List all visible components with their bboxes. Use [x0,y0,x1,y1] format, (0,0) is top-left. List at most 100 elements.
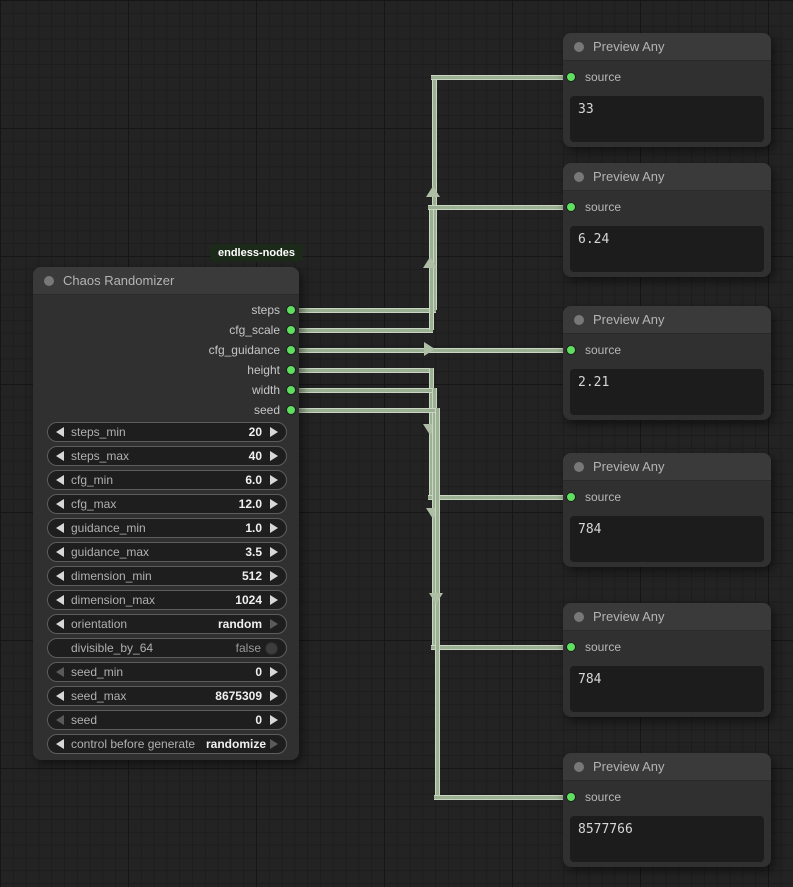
input-slot-source: source [566,489,621,505]
node-title: Preview Any [593,609,665,624]
preview-node-titlebar[interactable]: Preview Any [563,33,771,61]
preview-any-node-5[interactable]: Preview Any source 784 [563,603,771,717]
node-collapse-dot-icon[interactable] [574,761,584,772]
node-collapse-dot-icon[interactable] [574,41,584,52]
node-collapse-dot-icon[interactable] [44,275,54,286]
toggle-knob-icon[interactable] [265,641,278,655]
node-collapse-dot-icon[interactable] [574,171,584,182]
preview-value-textarea[interactable]: 33 [570,96,764,142]
input-slot-source: source [566,69,621,85]
decrement-arrow-icon[interactable] [56,475,64,485]
increment-arrow-icon[interactable] [270,571,278,581]
wire-arrow-right-icon [424,342,435,356]
preview-node-titlebar[interactable]: Preview Any [563,603,771,631]
output-port-width[interactable] [286,385,296,395]
increment-arrow-icon[interactable] [270,523,278,533]
increment-arrow-icon[interactable] [270,715,278,725]
chaos-randomizer-node[interactable]: Chaos Randomizer steps cfg_scale cfg_gui… [33,267,299,760]
decrement-arrow-icon[interactable] [56,571,64,581]
output-port-seed[interactable] [286,405,296,415]
widget-seed-max[interactable]: seed_max 8675309 [47,686,287,706]
input-port-source[interactable] [566,202,576,212]
widget-steps-min[interactable]: steps_min 20 [47,422,287,442]
input-port-source[interactable] [566,792,576,802]
widget-divisible-by-64[interactable]: divisible_by_64 false [47,638,287,658]
preview-node-titlebar[interactable]: Preview Any [563,306,771,334]
node-title: Preview Any [593,759,665,774]
increment-arrow-icon[interactable] [270,427,278,437]
output-port-cfg-scale[interactable] [286,325,296,335]
prev-option-arrow-icon[interactable] [56,619,64,629]
next-option-arrow-icon[interactable] [270,739,278,749]
input-port-source[interactable] [566,642,576,652]
output-port-cfg-guidance[interactable] [286,345,296,355]
node-title: Chaos Randomizer [63,273,175,288]
preview-any-node-4[interactable]: Preview Any source 784 [563,453,771,567]
wire-arrow-down-icon [423,424,437,435]
decrement-arrow-icon[interactable] [56,547,64,557]
output-slot-width: width [252,380,296,400]
chaos-node-titlebar[interactable]: Chaos Randomizer [33,267,299,295]
preview-node-titlebar[interactable]: Preview Any [563,753,771,781]
input-slot-source: source [566,639,621,655]
widget-orientation[interactable]: orientation random [47,614,287,634]
output-slot-cfg-guidance: cfg_guidance [209,340,296,360]
decrement-arrow-icon[interactable] [56,451,64,461]
preview-value-textarea[interactable]: 8577766 [570,816,764,862]
increment-arrow-icon[interactable] [270,475,278,485]
preview-value-textarea[interactable]: 6.24 [570,226,764,272]
wire-arrow-up-icon [426,186,440,197]
widget-steps-max[interactable]: steps_max 40 [47,446,287,466]
increment-arrow-icon[interactable] [270,667,278,677]
increment-arrow-icon[interactable] [270,595,278,605]
preview-node-titlebar[interactable]: Preview Any [563,163,771,191]
node-collapse-dot-icon[interactable] [574,461,584,472]
decrement-arrow-icon[interactable] [56,523,64,533]
widget-cfg-min[interactable]: cfg_min 6.0 [47,470,287,490]
input-port-source[interactable] [566,72,576,82]
decrement-arrow-icon[interactable] [56,595,64,605]
widget-seed-min[interactable]: seed_min 0 [47,662,287,682]
preview-value-textarea[interactable]: 2.21 [570,369,764,415]
decrement-arrow-icon[interactable] [56,715,64,725]
input-slot-source: source [566,342,621,358]
node-category-badge: endless-nodes [210,244,304,262]
preview-any-node-1[interactable]: Preview Any source 33 [563,33,771,147]
preview-any-node-3[interactable]: Preview Any source 2.21 [563,306,771,420]
node-title: Preview Any [593,459,665,474]
widget-cfg-max[interactable]: cfg_max 12.0 [47,494,287,514]
output-port-height[interactable] [286,365,296,375]
widget-guidance-min[interactable]: guidance_min 1.0 [47,518,287,538]
widget-dimension-max[interactable]: dimension_max 1024 [47,590,287,610]
node-collapse-dot-icon[interactable] [574,611,584,622]
decrement-arrow-icon[interactable] [56,691,64,701]
wire-arrow-up-icon [423,257,437,268]
output-slot-seed: seed [254,400,296,420]
preview-any-node-6[interactable]: Preview Any source 8577766 [563,753,771,867]
decrement-arrow-icon[interactable] [56,427,64,437]
node-title: Preview Any [593,39,665,54]
preview-any-node-2[interactable]: Preview Any source 6.24 [563,163,771,277]
preview-value-textarea[interactable]: 784 [570,666,764,712]
preview-node-titlebar[interactable]: Preview Any [563,453,771,481]
output-slot-steps: steps [251,300,296,320]
widget-control-before-generate[interactable]: control before generate randomize [47,734,287,754]
prev-option-arrow-icon[interactable] [56,739,64,749]
node-title: Preview Any [593,312,665,327]
decrement-arrow-icon[interactable] [56,667,64,677]
widget-dimension-min[interactable]: dimension_min 512 [47,566,287,586]
output-port-steps[interactable] [286,305,296,315]
decrement-arrow-icon[interactable] [56,499,64,509]
increment-arrow-icon[interactable] [270,499,278,509]
node-collapse-dot-icon[interactable] [574,314,584,325]
increment-arrow-icon[interactable] [270,547,278,557]
increment-arrow-icon[interactable] [270,451,278,461]
increment-arrow-icon[interactable] [270,691,278,701]
input-port-source[interactable] [566,492,576,502]
widget-seed[interactable]: seed 0 [47,710,287,730]
input-port-source[interactable] [566,345,576,355]
widget-guidance-max[interactable]: guidance_max 3.5 [47,542,287,562]
next-option-arrow-icon[interactable] [270,619,278,629]
preview-value-textarea[interactable]: 784 [570,516,764,562]
